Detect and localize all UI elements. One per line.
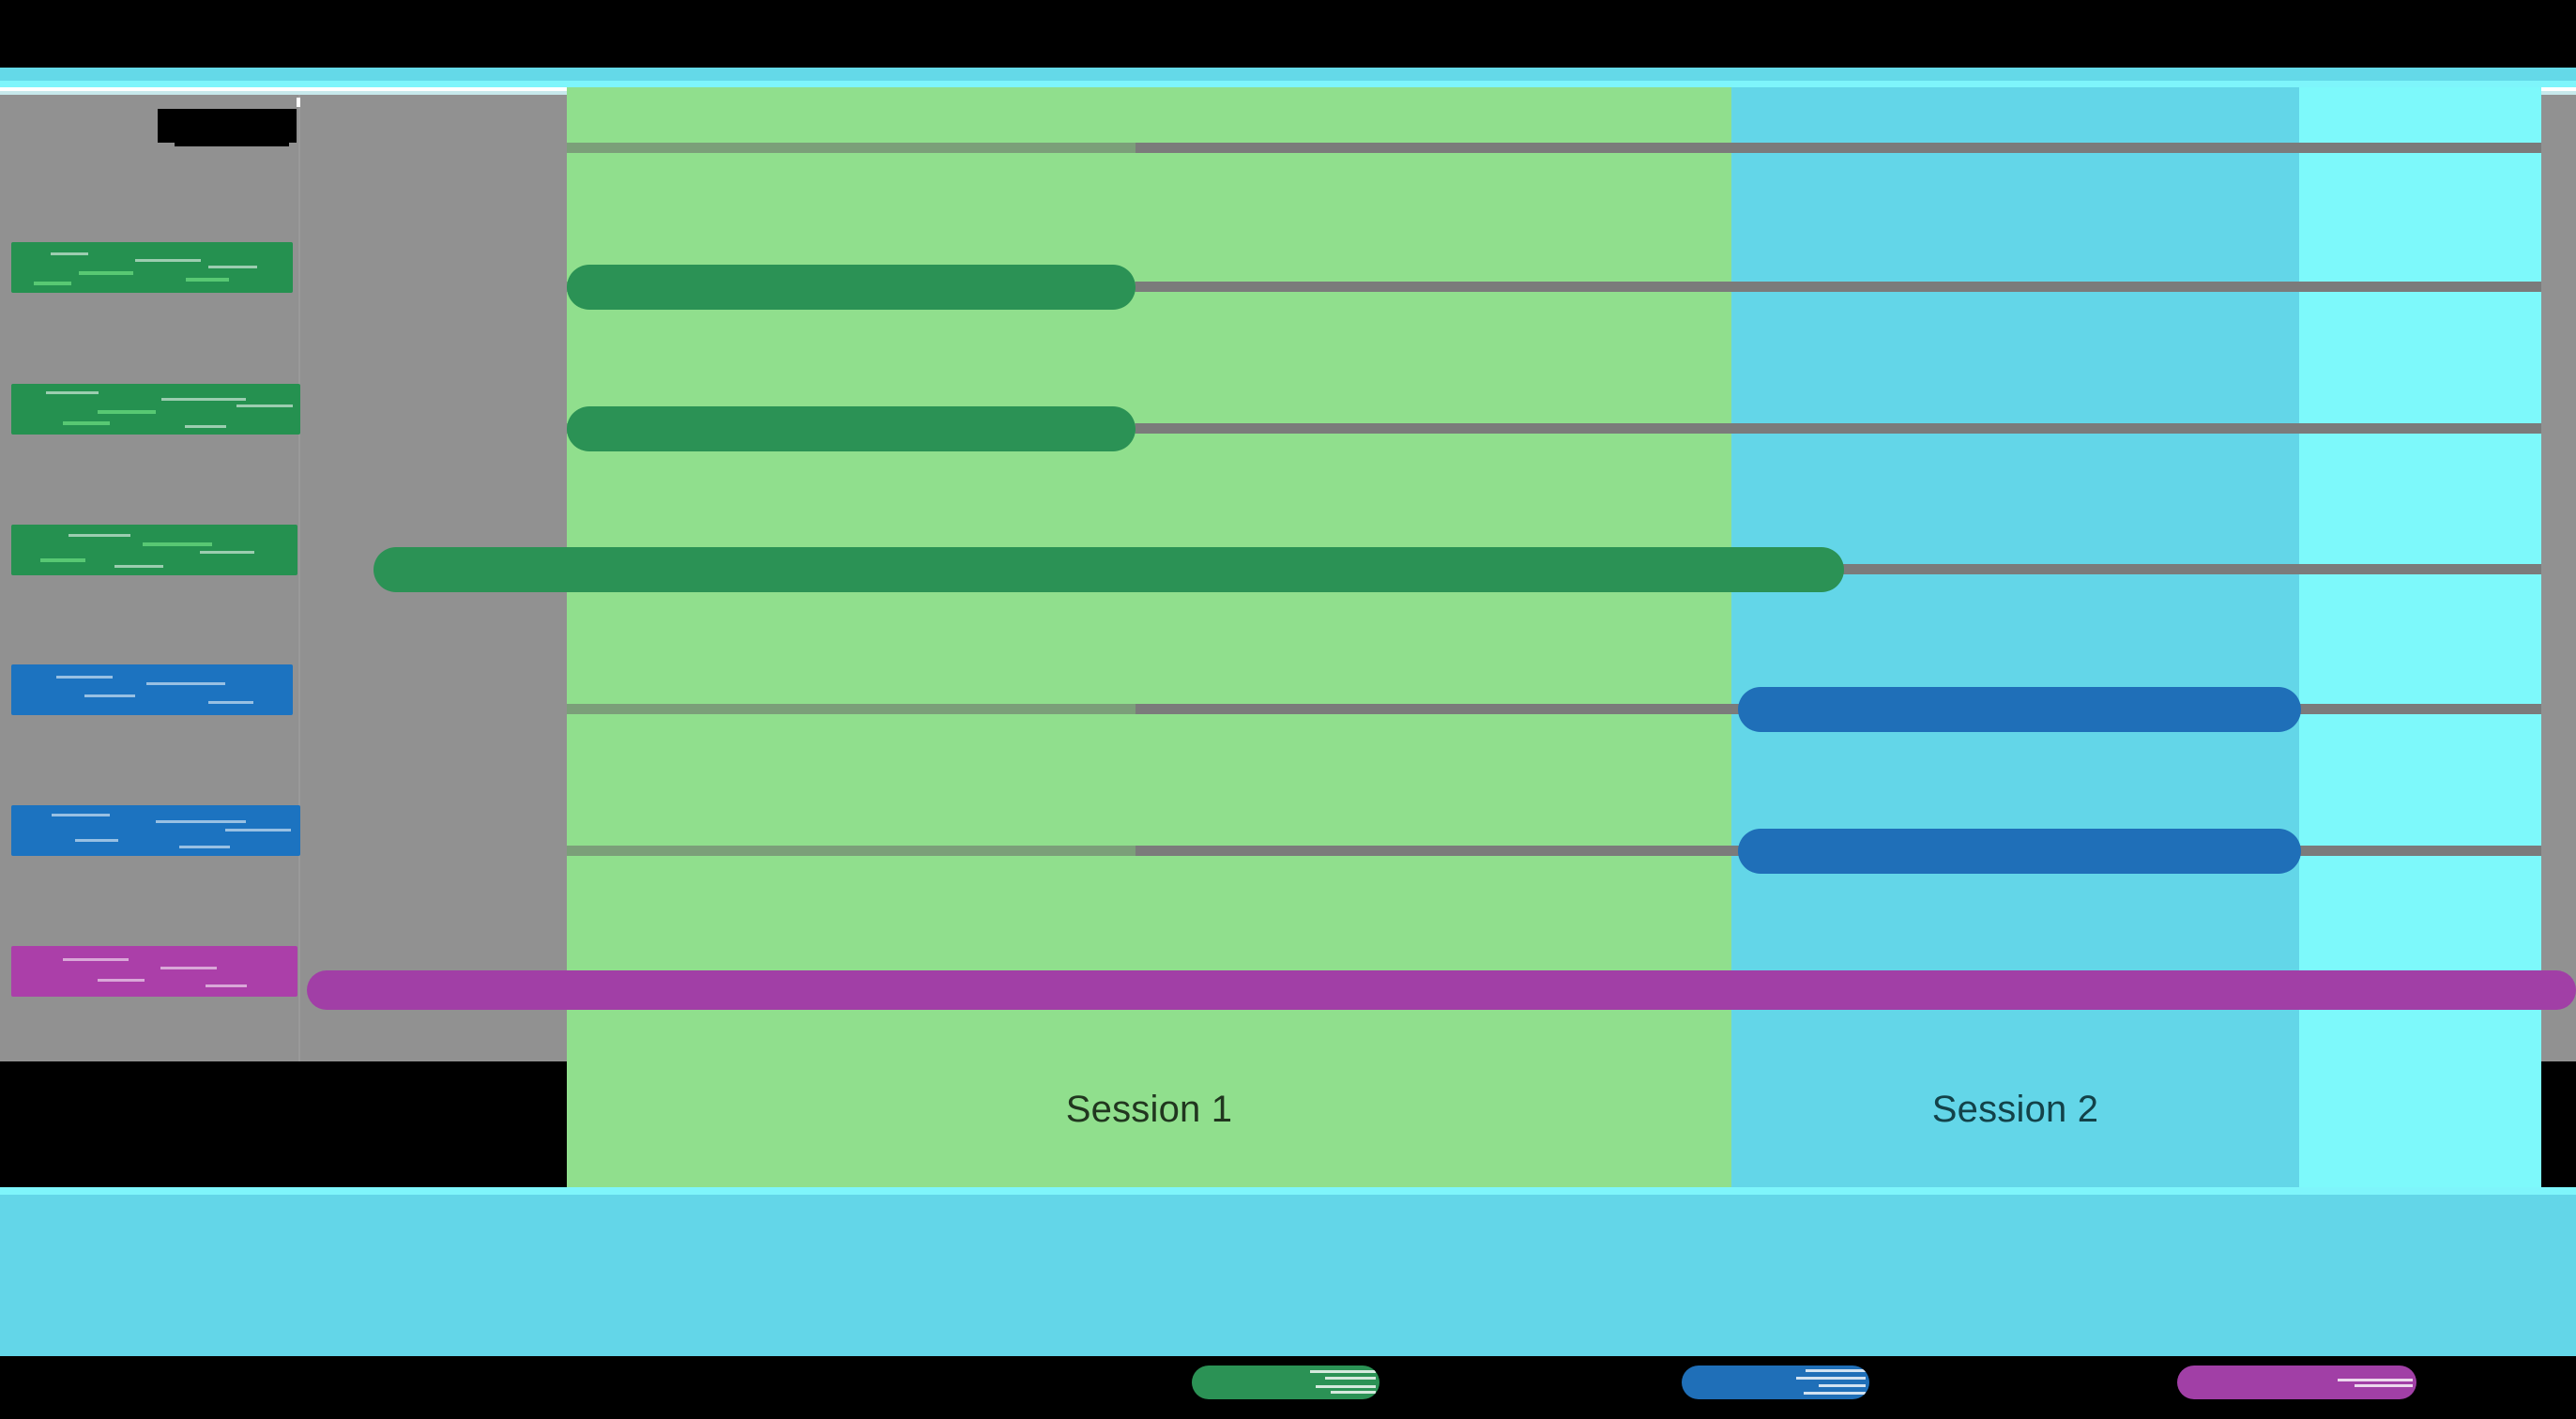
redaction-overlay — [1783, 1366, 1869, 1399]
task-bar[interactable] — [373, 547, 1844, 592]
session-band-2: Session 2 — [1731, 87, 2299, 1195]
task-label-chip[interactable] — [11, 664, 293, 715]
session-band-2-label: Session 2 — [1931, 1089, 2099, 1130]
session-band-3 — [2299, 87, 2541, 1195]
gridline-row-0-left — [567, 143, 1136, 153]
task-label-chip[interactable] — [11, 384, 300, 435]
legend-item[interactable] — [1682, 1366, 1869, 1399]
task-bar[interactable] — [307, 970, 2576, 1010]
gridline-row-5-left — [567, 846, 1136, 856]
redaction-overlay — [11, 242, 293, 293]
gridline-row-0-right — [1136, 143, 2541, 153]
task-label-chip[interactable] — [11, 946, 297, 997]
task-bar[interactable] — [567, 265, 1136, 310]
gridline-row-1-right — [1136, 282, 2541, 292]
redaction-overlay — [2307, 1366, 2416, 1399]
session-band-1: Session 1 — [567, 87, 1731, 1195]
chart-title-redacted-block — [175, 120, 289, 146]
right-gutter — [2541, 95, 2576, 1061]
redaction-overlay — [11, 384, 300, 435]
gridline-row-2-right — [1136, 423, 2541, 434]
gridline-row-4-left — [567, 704, 1136, 714]
task-label-chip[interactable] — [11, 805, 300, 856]
redaction-overlay — [11, 664, 293, 715]
redaction-overlay — [11, 805, 300, 856]
task-label-chip[interactable] — [11, 242, 293, 293]
task-label-chip[interactable] — [11, 525, 297, 575]
redaction-overlay — [1293, 1366, 1379, 1399]
bottom-panel — [0, 1195, 2576, 1356]
session-band-1-label: Session 1 — [1065, 1089, 1233, 1130]
top-accent-strip-2 — [0, 81, 2576, 87]
legend-item[interactable] — [1192, 1366, 1379, 1399]
task-bar[interactable] — [1738, 687, 2301, 732]
axis-tick — [297, 98, 300, 107]
bottom-accent-strip — [0, 1187, 2576, 1197]
top-accent-strip-1 — [0, 68, 2576, 81]
redaction-overlay — [11, 946, 297, 997]
label-gutter-divider — [298, 95, 300, 1061]
redaction-overlay — [11, 525, 297, 575]
task-bar[interactable] — [567, 406, 1136, 451]
task-bar[interactable] — [1738, 829, 2301, 874]
legend-item[interactable] — [2177, 1366, 2416, 1399]
